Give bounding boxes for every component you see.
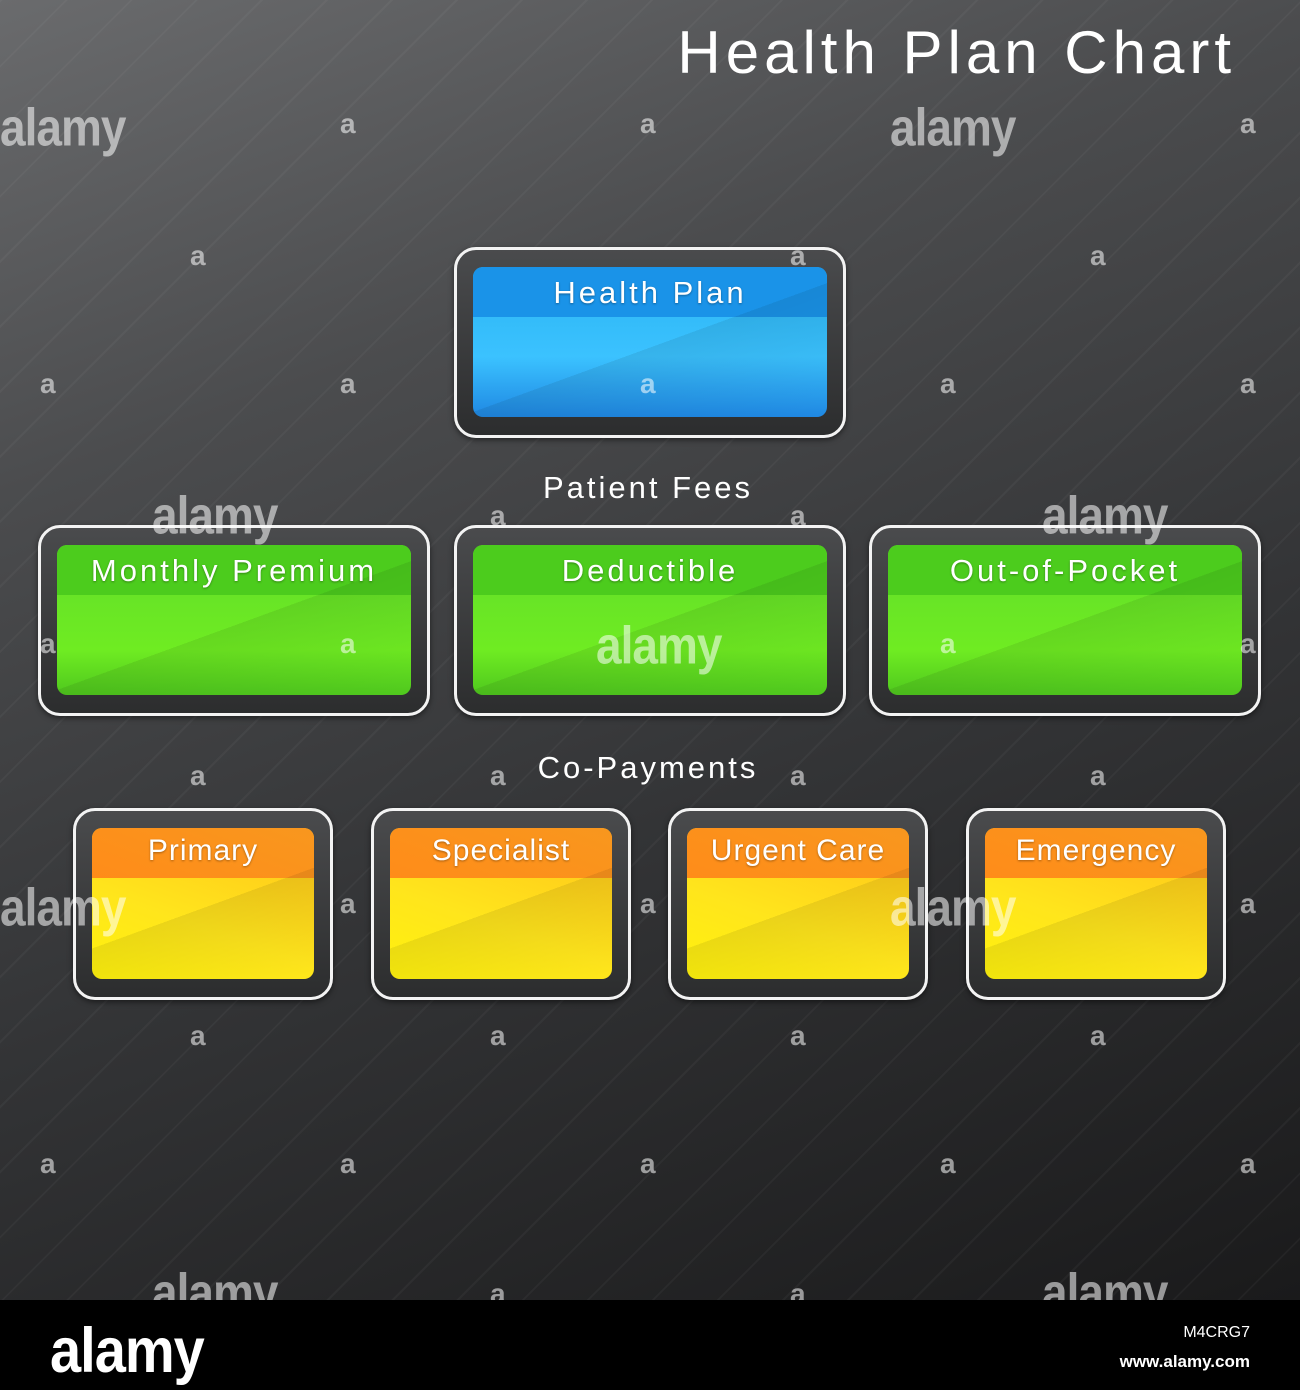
diagram-canvas: Health Plan Chart Health Plan Patient Fe… [0, 0, 1300, 1300]
node-label: Specialist [431, 834, 571, 867]
chart-title: Health Plan Chart [677, 19, 1236, 86]
group-label-patient-fees: Patient Fees [542, 470, 754, 505]
watermark-mark: a [640, 108, 656, 139]
node-label: Deductible [561, 553, 739, 588]
footer-bar: alamy M4CRG7 www.alamy.com [0, 1300, 1300, 1390]
watermark-mark: a [190, 1020, 206, 1051]
watermark-mark: a [340, 1148, 356, 1179]
watermark: alamy [890, 97, 1016, 157]
image-url: www.alamy.com [1119, 1352, 1250, 1371]
watermark-mark: a [40, 368, 56, 399]
node-label: Primary [147, 834, 259, 867]
watermark-mark: a [190, 760, 206, 791]
node-health-plan: Health Plan [454, 247, 846, 438]
watermark-mark: a [940, 368, 956, 399]
node-specialist: Specialist [371, 808, 631, 1000]
node-urgent-care: Urgent Care [668, 808, 928, 1000]
node-out-of-pocket: Out-of-Pocket [869, 525, 1261, 716]
watermark-mark: a [1090, 240, 1106, 271]
node-monthly-premium: Monthly Premium [38, 525, 430, 716]
watermark-mark: a [790, 1020, 806, 1051]
node-label: Urgent Care [710, 834, 886, 867]
watermark-mark: a [1240, 888, 1256, 919]
group-label-co-payments: Co-Payments [537, 750, 759, 785]
watermark-mark: a [340, 108, 356, 139]
brand-logo: alamy [50, 1315, 205, 1386]
watermark-mark: a [490, 1020, 506, 1051]
watermark-mark: a [640, 888, 656, 919]
node-label: Emergency [1015, 834, 1177, 867]
watermark-mark: a [790, 1278, 806, 1300]
watermark-mark: a [1240, 108, 1256, 139]
watermark-mark: a [1240, 1148, 1256, 1179]
node-label: Health Plan [553, 275, 747, 310]
watermark-mark: a [640, 1148, 656, 1179]
watermark-mark: a [340, 888, 356, 919]
watermark-mark: a [40, 1148, 56, 1179]
watermark: alamy [1042, 1262, 1168, 1300]
watermark: alamy [152, 1262, 278, 1300]
node-deductible: Deductible [454, 525, 846, 716]
watermark-mark: a [490, 1278, 506, 1300]
watermark-mark: a [340, 368, 356, 399]
node-label: Out-of-Pocket [949, 553, 1181, 588]
watermark: alamy [0, 97, 126, 157]
watermark-mark: a [190, 240, 206, 271]
watermark-mark: a [940, 1148, 956, 1179]
watermark-mark: a [1240, 368, 1256, 399]
node-face: Health Plan [473, 267, 827, 417]
node-emergency: Emergency [966, 808, 1226, 1000]
node-label: Monthly Premium [90, 553, 378, 588]
image-id: M4CRG7 [1183, 1324, 1250, 1341]
watermark-mark: a [1090, 760, 1106, 791]
watermark-mark: a [1090, 1020, 1106, 1051]
node-primary: Primary [73, 808, 333, 1000]
